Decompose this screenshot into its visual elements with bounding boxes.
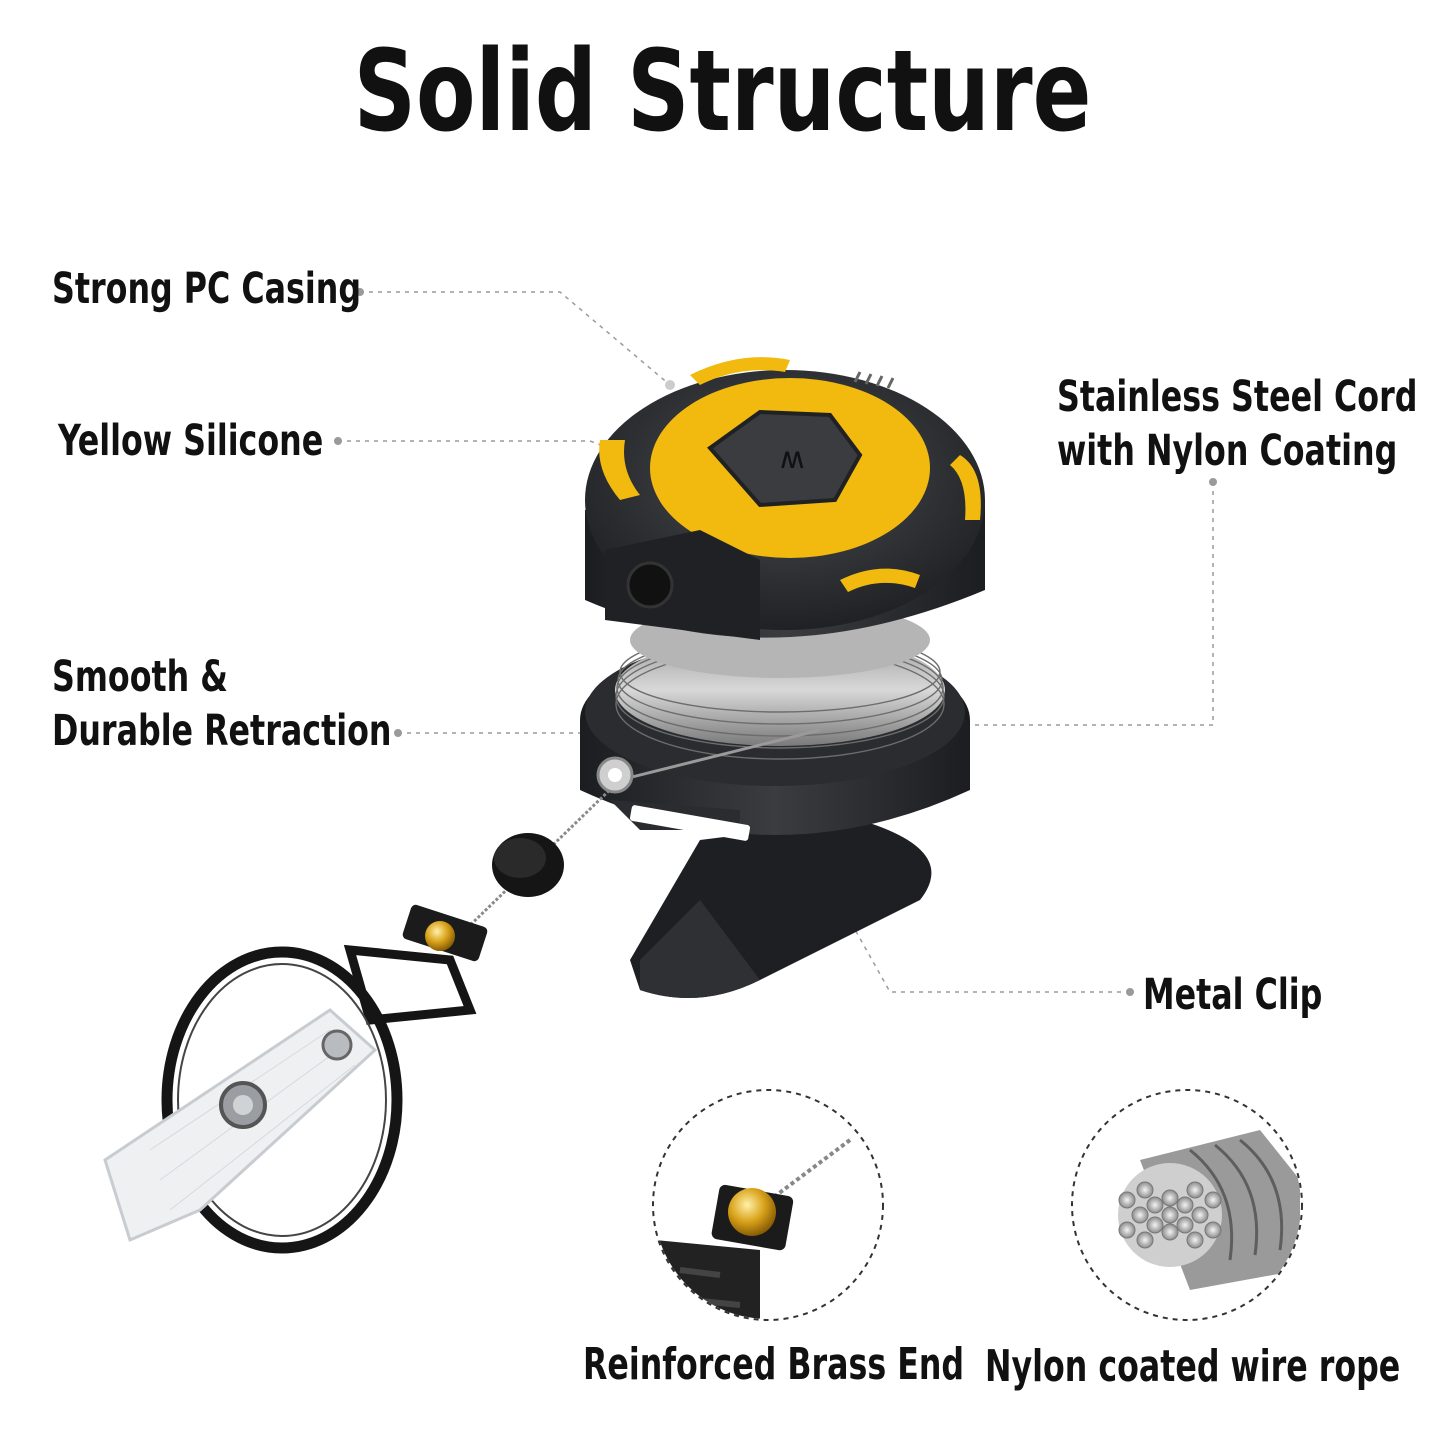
leader-cord — [860, 482, 1214, 726]
metal-clip-illustration — [630, 820, 932, 998]
wire-rope-detail-illustration — [1071, 1089, 1303, 1321]
badge-strap-illustration — [103, 1008, 378, 1243]
caption-wire-rope: Nylon coated wire rope — [985, 1341, 1401, 1392]
leader-silicone — [338, 440, 691, 479]
page-title: Solid Structure — [353, 27, 1092, 157]
reel-cap-illustration: ʍ — [585, 357, 985, 640]
cord-illustration — [402, 728, 821, 962]
label-cord-line2: with Nylon Coating — [1057, 426, 1398, 476]
leader-casing — [360, 291, 671, 386]
label-retraction-line1: Smooth & — [52, 652, 228, 702]
label-casing: Strong PC Casing — [52, 264, 362, 314]
key-ring-illustration — [161, 944, 477, 1254]
logo-glyph: ʍ — [780, 441, 805, 476]
label-cord-line1: Stainless Steel Cord — [1057, 372, 1418, 422]
label-silicone: Yellow Silicone — [58, 416, 324, 466]
brass-end-detail-illustration — [652, 1089, 884, 1321]
label-retraction-line2: Durable Retraction — [52, 706, 392, 756]
caption-brass-end: Reinforced Brass End — [583, 1339, 965, 1390]
label-clip: Metal Clip — [1143, 970, 1323, 1020]
